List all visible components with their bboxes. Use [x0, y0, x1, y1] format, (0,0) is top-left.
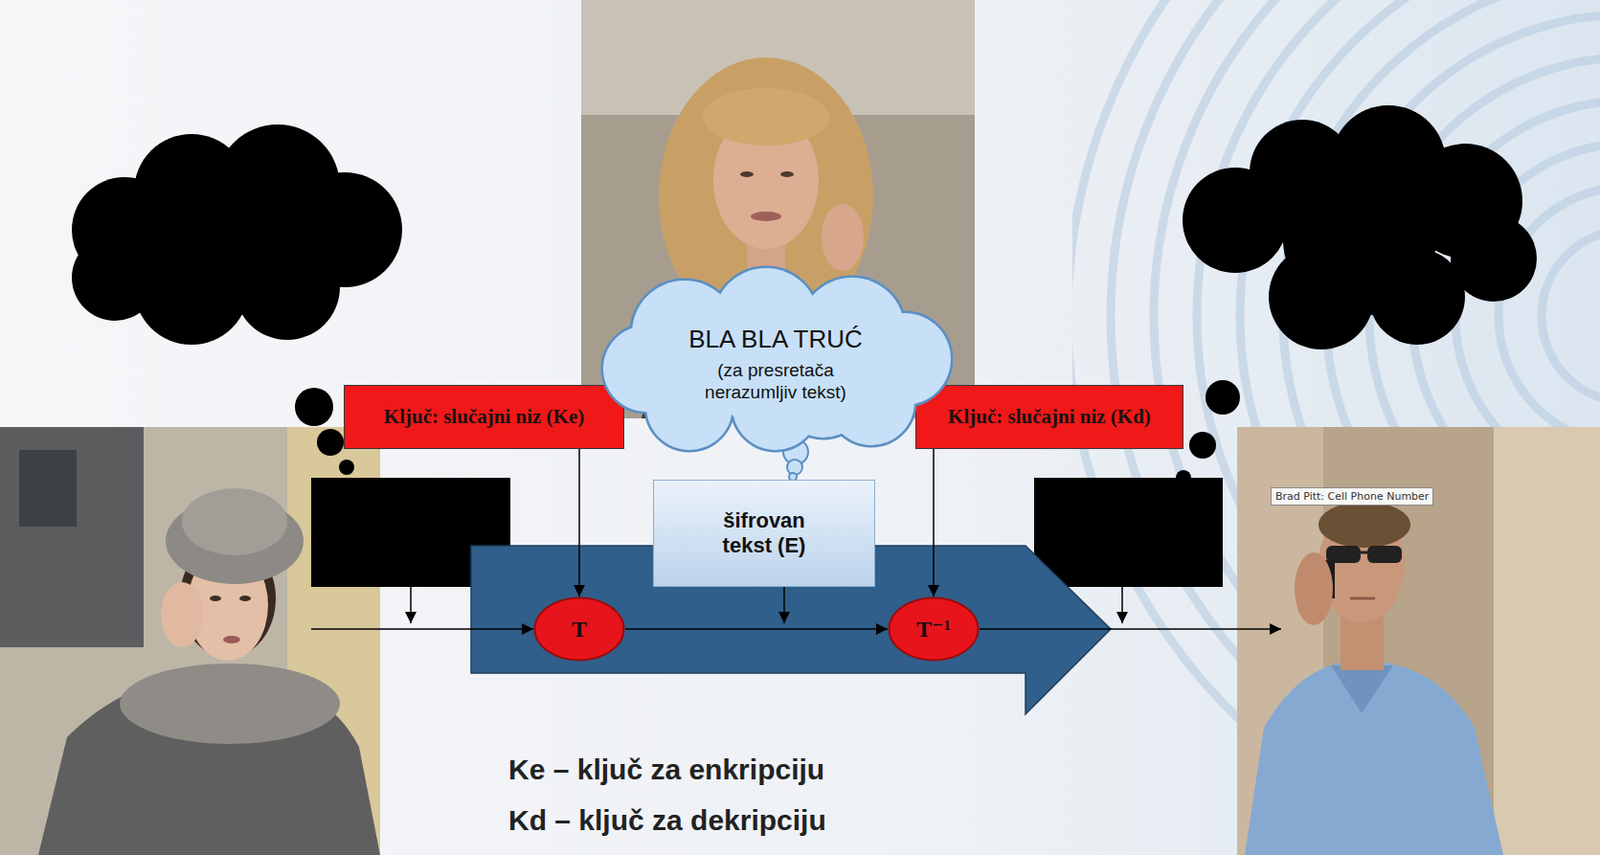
input-arrow: [409, 586, 412, 624]
transform-ellipse-shape: [535, 598, 625, 661]
photo-tooltip: Brad Pitt: Cell Phone Number: [1270, 487, 1434, 506]
transform-label: T: [571, 616, 587, 642]
mouth: [1350, 597, 1375, 601]
key-legend-line: Ke – ključ za enkripciju: [508, 753, 825, 788]
fur-collar: [119, 663, 340, 744]
eye: [740, 171, 754, 178]
ciphertext-arrow: [783, 586, 786, 624]
cloud-note: (za presretača nerazumljiv tekst): [670, 360, 881, 405]
machinery: [19, 450, 77, 527]
thought-cloud: BLA BLA TRUĆ (za presretača nerazumljiv t…: [564, 268, 987, 451]
cloud-lobe: [1283, 162, 1437, 316]
key-label: Ključ: slučajni niz (Ke): [383, 405, 585, 429]
hair: [702, 88, 830, 146]
transform-ellipse: T⁻¹: [887, 596, 980, 662]
connector-arrow: [625, 628, 888, 631]
hidden-thought-right: [1175, 105, 1537, 486]
thought-bubble: [1189, 431, 1217, 459]
photo-right: [1237, 427, 1600, 855]
eye: [780, 171, 794, 178]
eye: [239, 595, 251, 602]
hair: [1318, 501, 1411, 548]
plaintext-line: [979, 628, 1282, 631]
thought-bubble: [1205, 380, 1240, 415]
thought-bubble: [338, 459, 355, 475]
mouth: [750, 211, 782, 222]
cloud-lobe: [71, 234, 158, 321]
key-label: Ključ: slučajni niz (Kd): [947, 405, 1151, 429]
fingerprint-ridge: [1541, 229, 1600, 403]
key-box: Ključ: slučajni niz (Ke): [343, 384, 625, 450]
connector-arrow: [578, 449, 581, 597]
collar: [1330, 665, 1394, 714]
hidden-plaintext-box: [1034, 477, 1223, 587]
output-arrow: [1121, 586, 1124, 624]
connector-arrow: [932, 449, 935, 597]
shirt: [1244, 660, 1504, 855]
transform-ellipse: T: [533, 596, 626, 662]
wall: [1493, 427, 1600, 855]
hand: [1294, 552, 1333, 626]
flow-lines: [311, 586, 1282, 630]
ciphertext-box: šifrovan tekst (E): [653, 479, 876, 587]
cloud-lobe: [153, 162, 307, 316]
hand: [821, 203, 864, 271]
transform-label: T⁻¹: [916, 616, 951, 642]
eye: [209, 595, 222, 602]
thought-bubble: [316, 428, 344, 456]
key-box: Ključ: slučajni niz (Kd): [915, 384, 1184, 450]
key-legend-line: Kd – ključ za dekripciju: [508, 804, 827, 838]
machinery: [0, 427, 144, 648]
hand: [160, 582, 203, 648]
cloud-heading: BLA BLA TRUĆ: [631, 324, 920, 355]
mouth: [223, 635, 241, 644]
sunglasses: [1367, 545, 1402, 564]
sunglasses: [1360, 551, 1368, 555]
photo-ground: [1237, 427, 1600, 855]
thought-bubble: [294, 387, 334, 427]
fur-hat: [181, 488, 288, 556]
cloud-outline: [564, 268, 987, 451]
plaintext-line: [311, 628, 534, 631]
transform-ellipse-shape: [889, 598, 979, 661]
ciphertext-label: šifrovan tekst (E): [697, 508, 832, 560]
